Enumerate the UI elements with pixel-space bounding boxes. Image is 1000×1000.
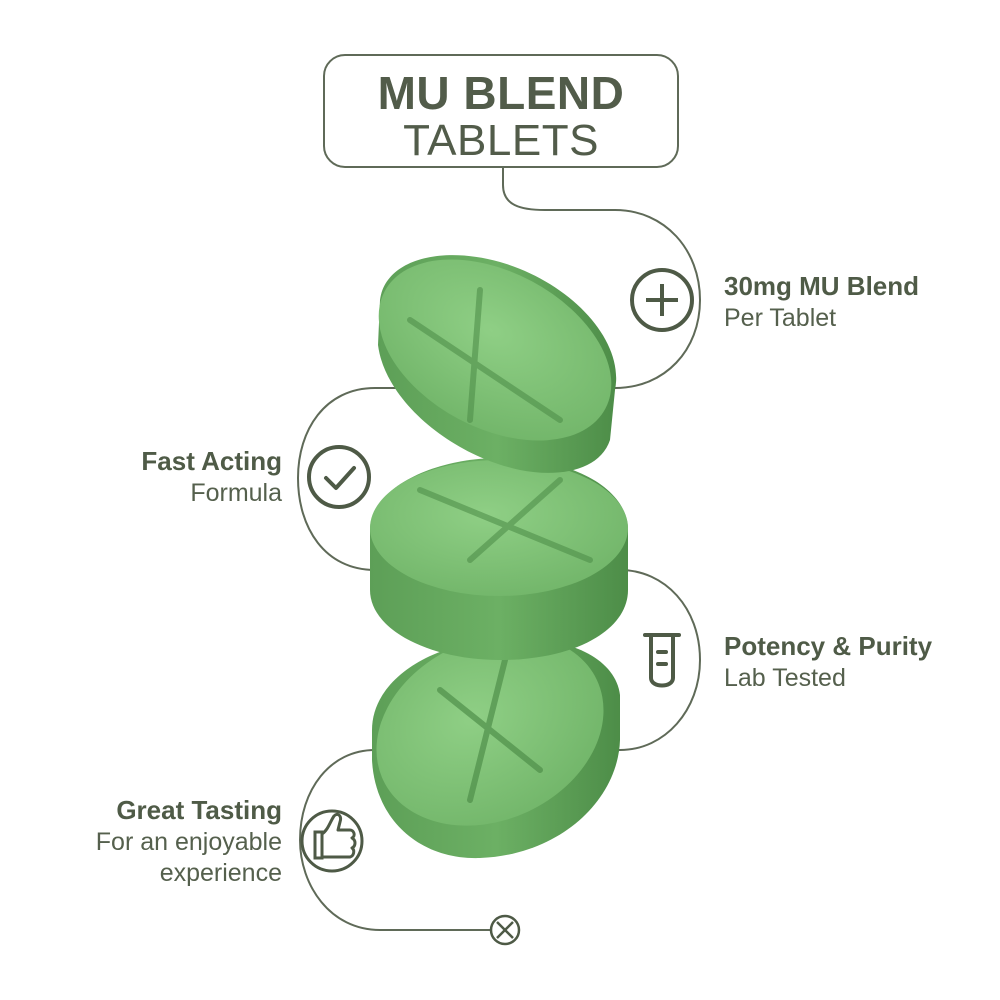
- feature-dosage: 30mg MU Blend Per Tablet: [724, 270, 919, 334]
- feature-taste: Great Tasting For an enjoyable experienc…: [96, 794, 282, 889]
- feature-heading: Great Tasting: [116, 795, 282, 825]
- circle-x-icon: [489, 914, 521, 946]
- feature-fast-acting: Fast Acting Formula: [141, 445, 282, 509]
- thumbs-up-icon: [300, 809, 364, 873]
- feature-subtext: Lab Tested: [724, 663, 846, 692]
- feature-heading: Fast Acting: [141, 446, 282, 476]
- circle-cross-icon: [630, 268, 694, 332]
- checkmark-circle-icon: [307, 445, 371, 509]
- title-main: MU BLEND: [377, 67, 625, 119]
- tablet-middle: [370, 458, 628, 660]
- feature-heading: Potency & Purity: [724, 631, 933, 661]
- test-tube-icon: [643, 633, 681, 688]
- title-sub: TABLETS: [403, 116, 599, 165]
- feature-subtext: Formula: [190, 478, 282, 507]
- tablet-bottom: [372, 634, 620, 859]
- connector-line: [296, 168, 702, 931]
- tablet-top: [378, 255, 617, 473]
- feature-subtext-line2: experience: [159, 858, 282, 887]
- feature-subtext: For an enjoyable: [95, 827, 282, 856]
- title-box: MU BLEND TABLETS: [323, 54, 679, 168]
- feature-heading: 30mg MU Blend: [724, 271, 920, 301]
- feature-subtext: Per Tablet: [724, 303, 837, 332]
- feature-potency: Potency & Purity Lab Tested: [724, 630, 932, 694]
